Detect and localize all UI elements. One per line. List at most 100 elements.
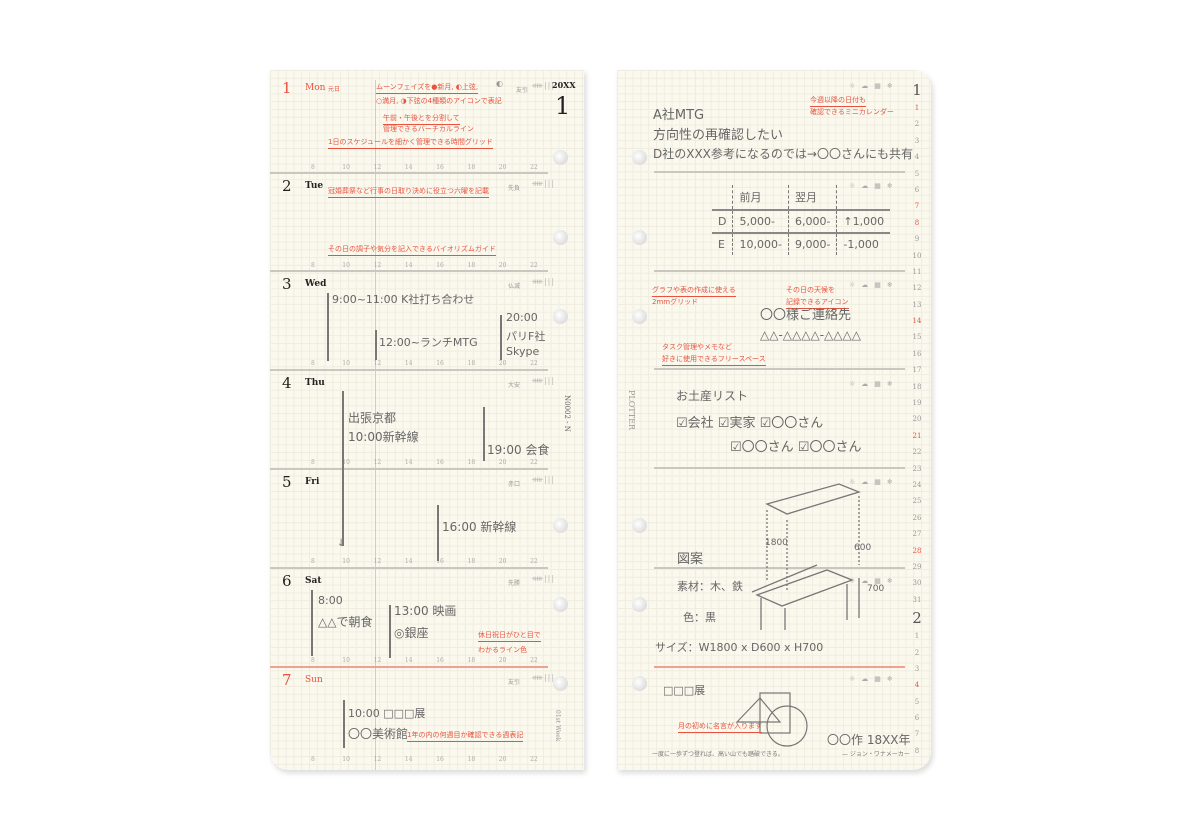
annotation-free-space: タスク管理やメモなど bbox=[662, 343, 732, 351]
hour-tick-label: 14 bbox=[404, 558, 413, 565]
weather-icons[interactable]: ☼☁▦❄ bbox=[849, 577, 899, 585]
memo-line: 図案 bbox=[677, 552, 704, 567]
schedule-bar bbox=[375, 330, 377, 360]
biorhythm-guide[interactable]: ᚔ||| bbox=[532, 475, 556, 484]
calendar-day: 5 bbox=[914, 697, 920, 706]
hour-tick-label: 18 bbox=[467, 756, 476, 763]
schedule-entry: パリF社 bbox=[506, 330, 546, 343]
rokuyo-label: 友引 bbox=[508, 679, 521, 686]
memo-line: お土産リスト bbox=[676, 389, 749, 403]
schedule-bar bbox=[389, 605, 391, 658]
hour-tick-label: 18 bbox=[467, 657, 476, 664]
hour-tick-label: 22 bbox=[530, 164, 538, 171]
calendar-day: 17 bbox=[912, 366, 922, 375]
year-label: 20XX bbox=[552, 80, 576, 90]
schedule-entry: 20:00 bbox=[506, 311, 538, 324]
hour-tick-label: 14 bbox=[404, 657, 413, 664]
day-name: Sun bbox=[305, 675, 323, 685]
hour-tick-label: 8 bbox=[311, 164, 315, 171]
annotation-quote: 月の初めに名言が入ります bbox=[678, 721, 762, 733]
week-label: 01st Week bbox=[554, 710, 561, 742]
hour-tick-label: 20 bbox=[498, 756, 507, 763]
holiday-divider bbox=[654, 666, 905, 668]
biorhythm-guide[interactable]: ᚔ||| bbox=[532, 673, 556, 682]
weather-icons[interactable]: ☼☁▦❄ bbox=[849, 478, 899, 486]
table-cell: 10,000- bbox=[732, 233, 789, 255]
dimension-label: 700 bbox=[867, 584, 885, 594]
weather-icons[interactable]: ☼☁▦❄ bbox=[849, 281, 899, 289]
biorhythm-guide[interactable]: ᚔ||| bbox=[532, 277, 556, 286]
binder-hole bbox=[632, 597, 647, 612]
calendar-day: 1 bbox=[914, 632, 920, 641]
table-cell: 9,000- bbox=[787, 233, 837, 255]
schedule-bar bbox=[343, 700, 345, 748]
schedule-entry: 13:00 映画 bbox=[394, 604, 457, 618]
schedule-bar bbox=[311, 590, 313, 656]
biorhythm-guide[interactable]: ᚔ||| bbox=[532, 574, 556, 583]
holiday-name: 元日 bbox=[328, 86, 341, 93]
hour-tick-label: 12 bbox=[373, 164, 382, 171]
calendar-day: 15 bbox=[912, 333, 922, 342]
hour-tick-label: 12 bbox=[373, 657, 382, 664]
first-quarter-moon-icon: ◐ bbox=[496, 79, 503, 88]
calendar-day: 16 bbox=[912, 349, 922, 358]
calendar-day: 25 bbox=[912, 497, 922, 506]
memo-line: 方向性の再確認したい bbox=[653, 128, 784, 143]
hour-tick-label: 16 bbox=[436, 657, 444, 664]
biorhythm-guide[interactable]: ᚔ||| bbox=[532, 376, 556, 385]
hour-tick-label: 16 bbox=[436, 360, 444, 367]
annotation-grid: 2mmグリッド bbox=[652, 298, 699, 306]
hour-tick-label: 12 bbox=[373, 360, 382, 367]
hour-tick-label: 16 bbox=[436, 756, 444, 763]
calendar-day: 23 bbox=[912, 464, 922, 473]
schedule-entry: Skype bbox=[506, 345, 540, 358]
hour-tick-label: 22 bbox=[530, 756, 538, 763]
weather-icons[interactable]: ☼☁▦❄ bbox=[849, 380, 899, 388]
brand-logo: PLOTTER bbox=[627, 390, 636, 430]
calendar-day: 1 bbox=[914, 104, 920, 112]
calendar-day: 4 bbox=[914, 681, 920, 690]
calendar-day: 24 bbox=[912, 480, 922, 489]
calendar-day: 12 bbox=[912, 284, 922, 293]
hour-tick-label: 16 bbox=[436, 459, 444, 466]
annotation-week-number: 1年の内の何週目か確認できる週表記 bbox=[407, 730, 524, 742]
arrow-down-icon: ↓ bbox=[337, 538, 346, 549]
annotation-weather: その日の天候を bbox=[786, 286, 835, 294]
hour-tick-label: 18 bbox=[467, 262, 476, 269]
hour-tick-label: 18 bbox=[467, 164, 476, 171]
day-number: 5 bbox=[282, 473, 292, 491]
calendar-day: 26 bbox=[912, 513, 922, 522]
day-divider bbox=[270, 172, 548, 174]
hour-tick-label: 8 bbox=[311, 657, 315, 664]
calendar-day: 20 bbox=[912, 415, 922, 424]
section-divider bbox=[654, 368, 905, 370]
biorhythm-guide[interactable]: ᚔ||| bbox=[532, 179, 556, 188]
schedule-bar bbox=[500, 315, 502, 360]
binder-hole bbox=[553, 597, 568, 612]
calendar-day: 10 bbox=[912, 251, 922, 260]
day-name: Mon bbox=[305, 83, 326, 93]
calendar-day: 22 bbox=[912, 448, 922, 457]
hour-tick-label: 12 bbox=[373, 459, 382, 466]
schedule-entry: 19:00 会食 bbox=[487, 443, 550, 457]
biorhythm-guide[interactable]: ᚔ||| bbox=[532, 81, 556, 90]
schedule-entry: △△で朝食 bbox=[318, 615, 373, 629]
memo-line: 色：黒 bbox=[683, 611, 716, 624]
table-header: 前月 bbox=[732, 185, 789, 211]
schedule-entry: 〇〇美術館 bbox=[348, 727, 409, 741]
table-cell: 6,000- bbox=[787, 210, 837, 234]
monthly-quote: 一度に一歩ずつ登れば、高い山でも踏破できる。 bbox=[652, 751, 784, 758]
schedule-arrow bbox=[342, 391, 344, 546]
noon-vertical-line bbox=[375, 80, 376, 770]
weather-icons[interactable]: ☼☁▦❄ bbox=[849, 82, 899, 90]
product-code: N0002 - N bbox=[563, 395, 571, 432]
hour-tick-label: 10 bbox=[342, 756, 350, 763]
schedule-entry: 9:00~11:00 K社打ち合わせ bbox=[332, 293, 475, 306]
calendar-day: 6 bbox=[914, 185, 920, 194]
day-divider bbox=[270, 468, 548, 470]
hour-tick-label: 14 bbox=[404, 360, 413, 367]
weather-icons[interactable]: ☼☁▦❄ bbox=[849, 675, 899, 683]
calendar-day: 6 bbox=[914, 714, 920, 723]
hour-tick-label: 20 bbox=[498, 657, 507, 664]
schedule-entry: 出張京都 bbox=[348, 411, 397, 425]
